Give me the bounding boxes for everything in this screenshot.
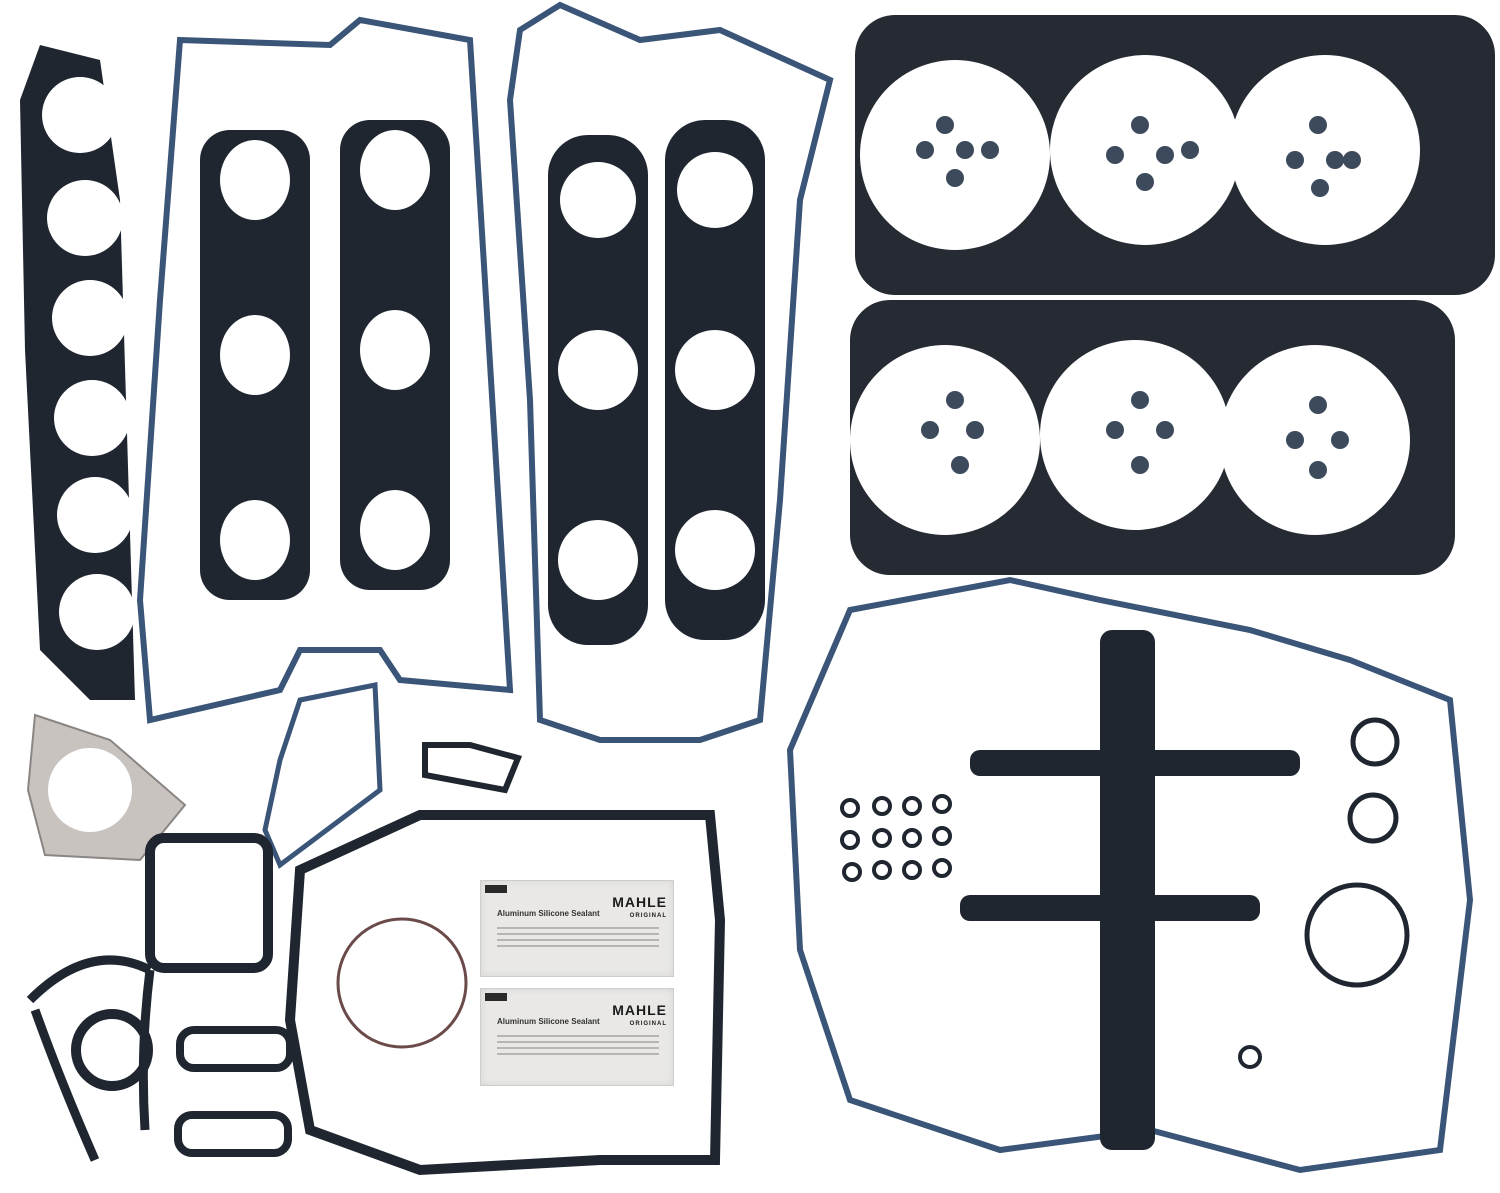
brand-name: MAHLE	[612, 894, 667, 910]
intake-plenum-gasket	[20, 45, 135, 700]
packet-tab	[485, 885, 507, 893]
sealant-packet-1: MAHLE ORIGINAL Aluminum Silicone Sealant	[480, 880, 674, 977]
collector-gasket	[960, 630, 1300, 1150]
head-gasket-top	[855, 15, 1495, 295]
fine-print	[497, 1031, 659, 1059]
o-rings-small	[840, 794, 952, 882]
intake-manifold-gaskets	[548, 120, 765, 645]
valve-cover-gasket-right	[506, 1, 834, 743]
oil-pan-gasket	[284, 810, 726, 1176]
crank-seal	[71, 1009, 153, 1091]
brand-sub: ORIGINAL	[629, 913, 667, 919]
throttle-body-gasket	[145, 833, 273, 973]
brand-name: MAHLE	[612, 1002, 667, 1018]
exhaust-manifold-gaskets	[200, 120, 450, 600]
brand-sub: ORIGINAL	[629, 1021, 667, 1027]
small-washer	[1238, 1045, 1262, 1069]
egr-gasket-1	[176, 1026, 294, 1072]
oil-pump-o-ring	[336, 917, 468, 1049]
packet-tab	[485, 993, 507, 1001]
egr-gasket-2	[174, 1111, 292, 1157]
o-rings-large	[1304, 717, 1410, 988]
small-flange-gasket	[422, 742, 523, 794]
brand-logo: MAHLE ORIGINAL	[612, 1003, 667, 1031]
packet-title: Aluminum Silicone Sealant	[497, 909, 600, 918]
sealant-packet-2: MAHLE ORIGINAL Aluminum Silicone Sealant	[480, 988, 674, 1086]
timing-cover-gasket	[786, 576, 1474, 1174]
valve-stem-seals	[916, 116, 1361, 479]
fine-print	[497, 923, 659, 951]
rear-main-seal-halves	[26, 955, 155, 1162]
head-gasket-bottom	[850, 300, 1455, 575]
brand-logo: MAHLE ORIGINAL	[612, 895, 667, 923]
valve-cover-gasket-left	[136, 16, 514, 724]
packet-title: Aluminum Silicone Sealant	[497, 1017, 600, 1026]
water-outlet-gasket	[262, 681, 383, 869]
